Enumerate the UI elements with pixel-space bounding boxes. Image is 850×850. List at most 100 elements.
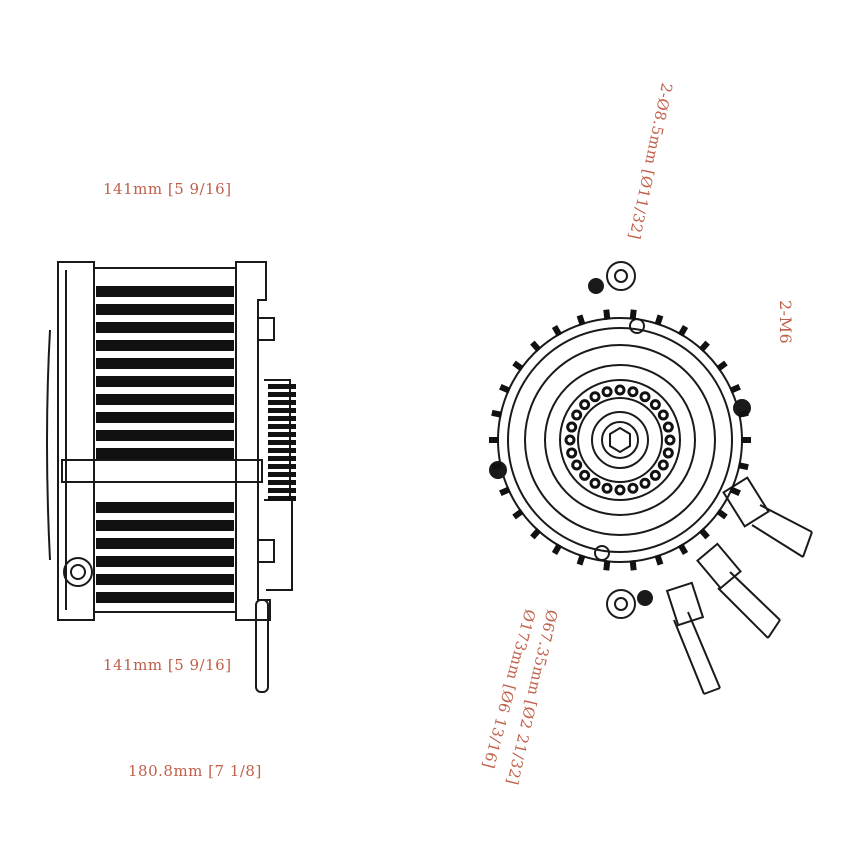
end-fin <box>576 314 586 326</box>
end-fin <box>729 486 741 497</box>
end-fin <box>654 314 664 326</box>
gear-tooth <box>268 480 296 485</box>
gear-tooth <box>268 488 296 493</box>
sprocket-tooth <box>662 447 674 459</box>
sprocket-tooth <box>589 391 601 403</box>
fin <box>96 556 234 567</box>
end-fin <box>677 543 689 555</box>
end-fin <box>737 462 749 471</box>
fin <box>96 394 234 405</box>
sprocket-tooth <box>649 469 661 481</box>
sprocket-tooth <box>571 459 583 471</box>
end-fin <box>499 486 511 497</box>
end-fin <box>551 543 563 555</box>
cooling-fins <box>96 286 234 603</box>
fin <box>96 358 234 369</box>
cable-3 <box>665 581 721 695</box>
gear-tooth <box>268 440 296 445</box>
mount-lug-top <box>606 261 636 291</box>
end-fin <box>629 309 637 320</box>
sprocket-tooth <box>627 386 639 398</box>
cable-2 <box>696 542 781 639</box>
outer-housing <box>497 317 743 563</box>
fin <box>96 520 234 531</box>
drive-gear <box>268 384 296 501</box>
end-fin <box>576 554 586 566</box>
sprocket-tooth <box>564 434 576 446</box>
end-fin <box>530 340 542 353</box>
sprocket-tooth <box>657 409 669 421</box>
left-end-cap <box>57 261 95 621</box>
end-fin <box>512 508 524 520</box>
cable-1 <box>722 476 813 558</box>
sprocket-tooth <box>601 482 613 494</box>
fin <box>96 538 234 549</box>
sprocket-tooth <box>614 384 626 396</box>
fin <box>96 592 234 603</box>
end-fin <box>603 560 611 571</box>
end-fin <box>741 437 751 443</box>
end-fin <box>716 508 728 520</box>
gear-tooth <box>268 408 296 413</box>
sprocket-teeth <box>564 384 676 496</box>
end-fin <box>491 462 503 471</box>
fin <box>96 376 234 387</box>
fin <box>96 286 234 297</box>
hub <box>591 411 649 469</box>
gear-tooth <box>268 424 296 429</box>
end-fin <box>551 325 563 337</box>
sprocket-tooth <box>566 421 578 433</box>
end-fin <box>716 360 728 372</box>
dimension-bottom-width: 141mm [5 9/16] <box>103 656 232 674</box>
fin <box>96 340 234 351</box>
sprocket-tooth <box>639 391 651 403</box>
gear-tooth <box>268 416 296 421</box>
dimension-overall-length: 180.8mm [7 1/8] <box>128 762 262 780</box>
sprocket-tooth <box>566 447 578 459</box>
sprocket-tooth <box>601 386 613 398</box>
end-fin <box>629 560 637 571</box>
fin <box>96 304 234 315</box>
fin <box>96 574 234 585</box>
sprocket-tooth <box>649 399 661 411</box>
sprocket-tooth <box>664 434 676 446</box>
end-fin <box>698 527 710 540</box>
hex-nut <box>609 426 631 454</box>
gear-tooth <box>268 432 296 437</box>
sprocket-tooth <box>579 469 591 481</box>
gear-tooth <box>268 464 296 469</box>
end-fin <box>491 409 503 418</box>
fin <box>96 448 234 459</box>
end-view-fins <box>489 309 751 571</box>
end-fin <box>530 527 542 540</box>
gear-tooth <box>268 400 296 405</box>
fin <box>96 412 234 423</box>
bearing-ring <box>544 364 696 516</box>
end-fin <box>677 325 689 337</box>
end-fin <box>489 437 499 443</box>
end-fin <box>499 383 511 394</box>
sprocket-tooth <box>657 459 669 471</box>
fin <box>96 430 234 441</box>
dimension-top-width: 141mm [5 9/16] <box>103 180 232 198</box>
end-fin <box>603 309 611 320</box>
sprocket-tooth <box>627 482 639 494</box>
sprocket-tooth <box>614 484 626 496</box>
end-fin <box>512 360 524 372</box>
gear-tooth <box>268 384 296 389</box>
sprocket-tooth <box>571 409 583 421</box>
gear-tooth <box>268 392 296 397</box>
end-fin <box>654 554 664 566</box>
left-end-curve <box>46 329 51 561</box>
end-fin <box>729 383 741 394</box>
gear-tooth <box>268 496 296 501</box>
sprocket-tooth <box>639 477 651 489</box>
sprocket-tooth <box>579 399 591 411</box>
gear-tooth <box>268 472 296 477</box>
end-fin <box>737 409 749 418</box>
fin <box>96 322 234 333</box>
mount-lug-bottom <box>606 589 636 619</box>
sprocket-tooth <box>589 477 601 489</box>
